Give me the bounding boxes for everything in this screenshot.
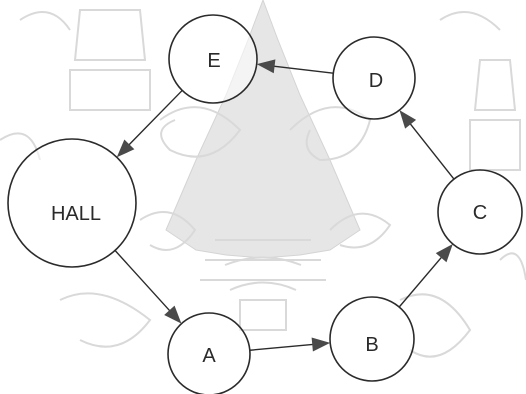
node-a-label: A — [202, 345, 216, 367]
node-c: C — [437, 169, 523, 255]
edge-c-to-d — [399, 110, 455, 180]
node-d-circle — [332, 36, 416, 120]
edge-line — [127, 89, 183, 147]
arrow-head-icon — [399, 110, 417, 129]
node-e: E — [168, 14, 258, 104]
arrow-head-icon — [164, 305, 182, 324]
node-e-circle — [168, 14, 258, 104]
node-hall: HALL — [7, 138, 137, 268]
arrow-head-icon — [435, 243, 453, 263]
node-e-label: E — [207, 50, 220, 72]
arrow-head-icon — [116, 139, 135, 158]
node-c-circle — [437, 169, 523, 255]
node-c-label: C — [473, 202, 487, 224]
node-d-label: D — [369, 70, 383, 92]
arrow-head-icon — [256, 59, 276, 74]
node-a: A — [167, 312, 251, 394]
edge-line — [398, 255, 443, 308]
node-b: B — [329, 296, 415, 382]
edge-d-to-e — [256, 59, 334, 74]
edge-line — [408, 122, 455, 180]
edge-e-to-hall — [116, 89, 183, 158]
edge-line — [249, 343, 315, 351]
node-b-label: B — [365, 334, 378, 356]
watermark-emblem — [0, 0, 526, 358]
edge-b-to-c — [398, 243, 453, 308]
node-b-circle — [329, 296, 415, 382]
node-hall-label: HALL — [51, 203, 101, 225]
node-a-circle — [167, 312, 251, 394]
edge-hall-to-a — [114, 249, 182, 324]
edges-layer — [114, 59, 455, 352]
node-hall-circle — [7, 138, 137, 268]
edge-line — [114, 249, 172, 313]
edge-a-to-b — [249, 337, 331, 352]
edge-line — [272, 65, 334, 74]
node-d: D — [332, 36, 416, 120]
arrow-head-icon — [311, 337, 331, 352]
